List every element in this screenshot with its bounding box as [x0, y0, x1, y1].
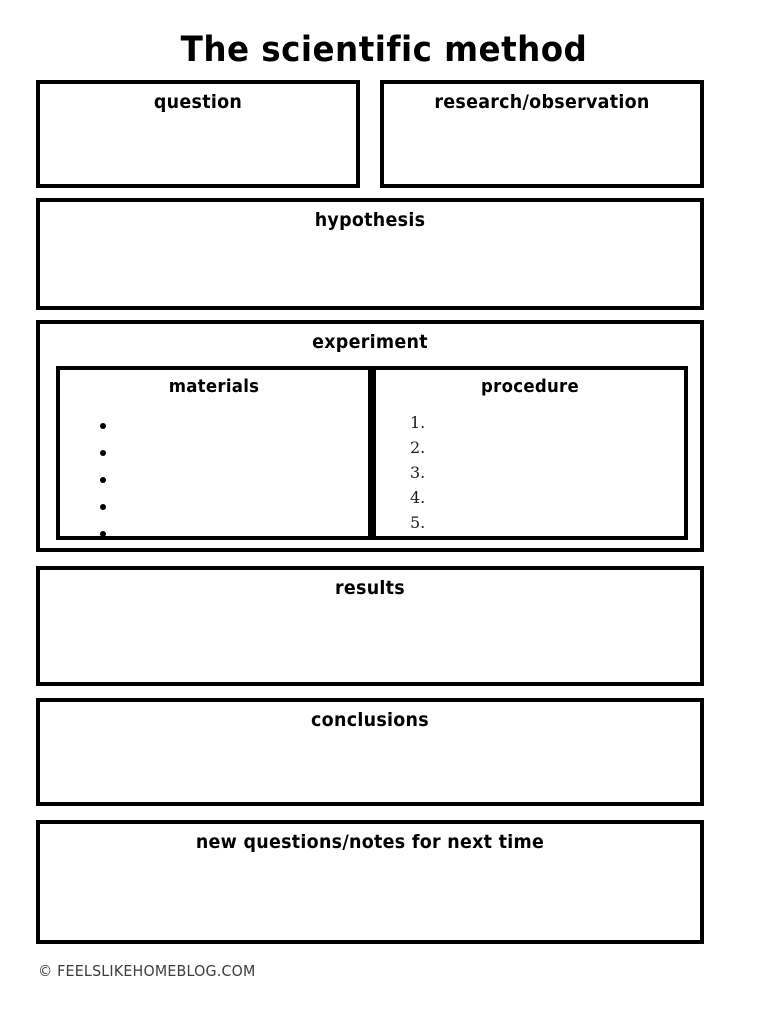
bullet-icon — [100, 423, 106, 429]
materials-label: materials — [168, 376, 260, 397]
materials-box[interactable]: materials — [56, 366, 372, 540]
procedure-label: procedure — [481, 376, 579, 397]
list-item[interactable]: 2. — [410, 438, 426, 457]
experiment-box[interactable]: experiment materials procedure 1. 2. 3. … — [36, 320, 704, 552]
hypothesis-label: hypothesis — [314, 209, 426, 231]
research-observation-label: research/observation — [434, 91, 650, 113]
bullet-icon — [100, 531, 106, 537]
bullet-icon — [100, 477, 106, 483]
new-questions-box[interactable]: new questions/notes for next time — [36, 820, 704, 944]
question-box[interactable]: question — [36, 80, 360, 188]
list-item[interactable]: 4. — [410, 488, 426, 507]
results-box[interactable]: results — [36, 566, 704, 686]
list-item[interactable]: 1. — [410, 413, 426, 432]
page-title: The scientific method — [180, 30, 588, 70]
bullet-icon — [100, 450, 106, 456]
procedure-box[interactable]: procedure 1. 2. 3. 4. 5. — [372, 366, 688, 540]
results-label: results — [334, 577, 406, 599]
list-item[interactable]: 3. — [410, 463, 426, 482]
experiment-label: experiment — [312, 331, 428, 353]
list-item[interactable]: 5. — [410, 513, 426, 532]
hypothesis-box[interactable]: hypothesis — [36, 198, 704, 310]
research-observation-box[interactable]: research/observation — [380, 80, 704, 188]
copyright-footer: © FEELSLIKEHOMEBLOG.COM — [38, 962, 256, 980]
procedure-number-list: 1. 2. 3. 4. 5. — [410, 410, 425, 535]
conclusions-box[interactable]: conclusions — [36, 698, 704, 806]
new-questions-label: new questions/notes for next time — [195, 831, 545, 853]
bullet-icon — [100, 504, 106, 510]
conclusions-label: conclusions — [311, 709, 429, 731]
question-label: question — [153, 91, 243, 113]
